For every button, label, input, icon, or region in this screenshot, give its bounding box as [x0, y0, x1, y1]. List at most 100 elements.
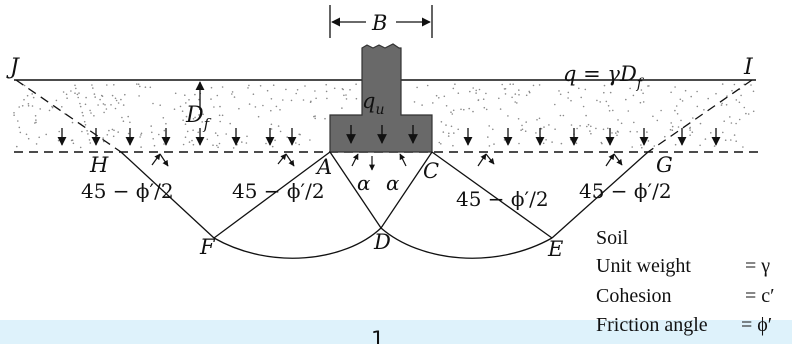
stipple-dot	[62, 91, 65, 93]
stipple-dot	[463, 108, 465, 111]
stipple-dot	[607, 105, 610, 107]
stipple-dot	[91, 84, 93, 86]
stipple-dot	[197, 131, 199, 134]
stipple-dot	[517, 118, 520, 120]
stipple-dot	[137, 83, 140, 85]
stipple-dot	[508, 142, 511, 144]
stipple-dot	[735, 122, 737, 125]
stipple-dot	[17, 120, 19, 122]
stipple-dot	[724, 139, 727, 141]
stipple-dot	[750, 84, 752, 86]
stipple-dot	[245, 142, 248, 144]
stipple-dot	[31, 105, 34, 107]
stipple-dot	[74, 84, 76, 87]
stipple-dot	[165, 122, 167, 125]
stipple-dot	[450, 125, 453, 128]
stipple-dot	[74, 92, 76, 94]
stipple-dot	[585, 114, 587, 117]
stipple-dot	[432, 102, 434, 104]
failure-line-ge	[551, 151, 649, 239]
stipple-dot	[743, 106, 746, 109]
stipple-dot	[498, 97, 500, 100]
stress-arrow	[613, 153, 623, 166]
stipple-dot	[152, 102, 154, 105]
failure-line-ce	[431, 151, 553, 239]
stipple-dot	[514, 93, 517, 95]
stipple-dot	[216, 134, 219, 137]
stipple-dot	[469, 90, 471, 93]
stipple-dot	[664, 135, 666, 138]
stipple-dot	[725, 104, 728, 106]
stipple-dot	[472, 110, 474, 113]
stipple-dot	[625, 98, 627, 101]
stipple-dot	[603, 84, 606, 87]
stipple-dot	[39, 108, 41, 110]
stipple-dot	[136, 83, 138, 85]
stipple-dot	[483, 106, 486, 109]
stipple-dot	[509, 83, 512, 85]
stipple-dot	[633, 121, 635, 124]
stipple-dot	[266, 89, 269, 92]
stipple-dot	[108, 129, 110, 132]
stipple-dot	[660, 109, 662, 112]
stress-arrow	[477, 153, 487, 167]
stipple-dot	[639, 101, 642, 104]
stipple-dot	[609, 91, 612, 94]
stipple-dot	[295, 142, 297, 144]
stipple-dot	[722, 131, 724, 134]
stipple-dot	[84, 103, 87, 106]
stipple-dot	[601, 142, 603, 145]
stipple-dot	[620, 122, 623, 125]
stipple-dot	[715, 92, 717, 95]
stipple-dot	[61, 106, 63, 108]
stipple-dot	[503, 139, 506, 141]
stipple-dot	[51, 105, 53, 108]
stipple-dot	[435, 94, 438, 97]
stress-arrow	[485, 153, 495, 165]
angle-label-right-inner: 45 − ϕ′/2	[456, 187, 549, 211]
stipple-dot	[738, 118, 741, 121]
stipple-dot	[87, 133, 89, 135]
stipple-dot	[114, 107, 117, 110]
stipple-dot	[325, 83, 328, 86]
stipple-dot	[629, 130, 632, 133]
stipple-dot	[720, 104, 723, 106]
stipple-dot	[272, 84, 275, 86]
stipple-dot	[616, 130, 619, 133]
stipple-dot	[475, 89, 478, 92]
stipple-dot	[19, 131, 22, 134]
angle-label-right-outer: 45 − ϕ′/2	[579, 179, 672, 203]
stipple-dot	[159, 104, 161, 106]
stipple-dot	[290, 99, 293, 102]
stipple-dot	[34, 122, 36, 124]
stipple-dot	[671, 129, 674, 131]
stipple-dot	[507, 115, 509, 117]
stipple-dot	[58, 130, 60, 133]
stipple-dot	[214, 132, 217, 134]
stipple-dot	[617, 119, 619, 121]
soil-row-value: = γ	[745, 255, 770, 277]
stipple-dot	[153, 144, 156, 147]
stipple-dot	[579, 125, 581, 127]
stipple-dot	[445, 105, 448, 107]
stipple-dot	[252, 93, 255, 95]
stipple-dot	[578, 87, 580, 90]
stipple-dot	[733, 134, 736, 136]
stipple-dot	[413, 101, 416, 103]
stipple-dot	[210, 86, 213, 89]
stipple-dot	[535, 132, 537, 134]
stipple-dot	[314, 115, 316, 117]
stipple-dot	[538, 117, 541, 120]
stipple-dot	[82, 114, 84, 117]
stipple-dot	[144, 86, 147, 88]
stipple-dot	[570, 124, 573, 126]
stipple-dot	[345, 94, 347, 96]
stipple-dot	[696, 90, 698, 93]
stipple-dot	[642, 101, 645, 103]
stipple-dot	[88, 139, 91, 141]
stipple-dot	[219, 105, 221, 108]
stipple-dot	[582, 105, 585, 108]
soil-row-value: = ϕ′	[741, 314, 772, 336]
depth-label: Df	[185, 103, 212, 133]
